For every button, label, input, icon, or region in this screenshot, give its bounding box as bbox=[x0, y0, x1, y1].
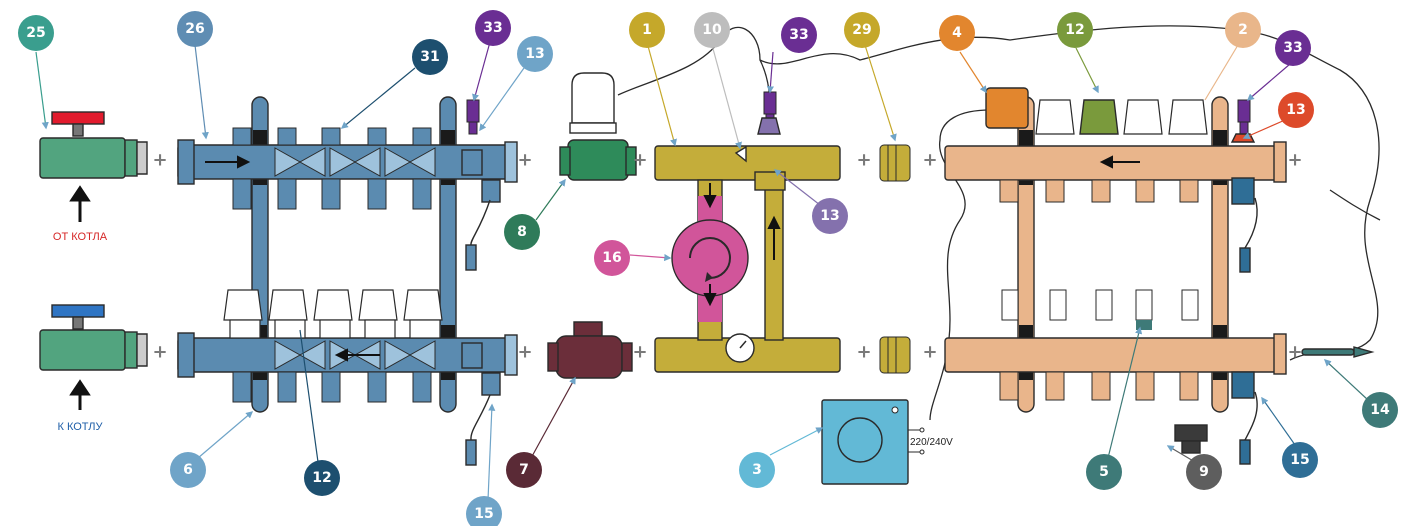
plus-sign: + bbox=[517, 150, 532, 171]
temperature-probe bbox=[1302, 347, 1372, 357]
zone-valve-maroon bbox=[548, 322, 632, 378]
svg-text:10: 10 bbox=[702, 22, 722, 38]
callout-badge-12: 12 bbox=[304, 460, 340, 496]
union-nut bbox=[1175, 425, 1207, 453]
plus-sign: + bbox=[1287, 342, 1302, 363]
label-from-boiler: ОТ КОТЛА bbox=[53, 231, 108, 243]
plus-sign: + bbox=[517, 342, 532, 363]
svg-text:3: 3 bbox=[752, 462, 762, 478]
plus-sign: + bbox=[922, 342, 937, 363]
callout-badge-14: 14 bbox=[1362, 392, 1398, 428]
callout-badge-15: 15 bbox=[1282, 442, 1318, 478]
svg-text:2: 2 bbox=[1238, 22, 1248, 38]
callout-badge-25: 25 bbox=[18, 15, 54, 51]
svg-text:33: 33 bbox=[789, 27, 808, 43]
blue-manifold bbox=[178, 97, 517, 465]
svg-text:16: 16 bbox=[602, 250, 621, 266]
svg-text:15: 15 bbox=[474, 506, 493, 522]
callout-badge-7: 7 bbox=[506, 452, 542, 488]
plus-sign: + bbox=[152, 150, 167, 171]
plus-sign: + bbox=[632, 150, 647, 171]
brass-fitting bbox=[880, 145, 910, 373]
svg-text:13: 13 bbox=[1286, 102, 1305, 118]
flow-arrows-boiler bbox=[72, 188, 88, 410]
svg-text:25: 25 bbox=[26, 25, 45, 41]
svg-text:4: 4 bbox=[952, 25, 962, 41]
callout-badge-8: 8 bbox=[504, 214, 540, 250]
svg-text:13: 13 bbox=[525, 46, 544, 62]
svg-text:9: 9 bbox=[1199, 464, 1209, 480]
callout-badge-2: 2 bbox=[1225, 12, 1261, 48]
callout-badge-6: 6 bbox=[170, 452, 206, 488]
brass-pump-group bbox=[655, 118, 840, 372]
callout-badge-12: 12 bbox=[1057, 12, 1093, 48]
callout-badge-26: 26 bbox=[177, 11, 213, 47]
callout-badge-10: 10 bbox=[694, 12, 730, 48]
plus-sign: + bbox=[152, 342, 167, 363]
copper-manifold bbox=[945, 88, 1286, 464]
callout-badge-4: 4 bbox=[939, 15, 975, 51]
callout-badge-33: 33 bbox=[475, 10, 511, 46]
callout-badge-9: 9 bbox=[1186, 454, 1222, 490]
callout-badge-33: 33 bbox=[1275, 30, 1311, 66]
svg-text:26: 26 bbox=[185, 21, 204, 37]
svg-text:8: 8 bbox=[517, 224, 527, 240]
plus-sign: + bbox=[632, 342, 647, 363]
callout-badge-5: 5 bbox=[1086, 454, 1122, 490]
callout-badge-13: 13 bbox=[517, 36, 553, 72]
thermal-head-valve bbox=[560, 73, 636, 180]
svg-text:33: 33 bbox=[1283, 40, 1302, 56]
callout-badge-13: 13 bbox=[1278, 92, 1314, 128]
callout-badge-15: 15 bbox=[466, 496, 502, 526]
svg-text:7: 7 bbox=[519, 462, 529, 478]
callout-badge-33: 33 bbox=[781, 17, 817, 53]
svg-text:5: 5 bbox=[1099, 464, 1109, 480]
callout-badge-16: 16 bbox=[594, 240, 630, 276]
plus-sign: + bbox=[856, 150, 871, 171]
callout-badge-31: 31 bbox=[412, 39, 448, 75]
svg-text:33: 33 bbox=[483, 20, 502, 36]
svg-text:14: 14 bbox=[1370, 402, 1390, 418]
callout-badge-1: 1 bbox=[629, 12, 665, 48]
svg-text:6: 6 bbox=[183, 462, 193, 478]
label-to-boiler: К КОТЛУ bbox=[58, 421, 104, 433]
svg-text:12: 12 bbox=[1065, 22, 1084, 38]
callout-badge-13: 13 bbox=[812, 198, 848, 234]
svg-text:29: 29 bbox=[852, 22, 871, 38]
plus-sign: + bbox=[922, 150, 937, 171]
ball-valve-red bbox=[40, 112, 147, 178]
callout-badge-3: 3 bbox=[739, 452, 775, 488]
svg-text:13: 13 bbox=[820, 208, 839, 224]
svg-text:1: 1 bbox=[642, 22, 652, 38]
plus-sign: + bbox=[1287, 150, 1302, 171]
svg-text:31: 31 bbox=[420, 49, 439, 65]
plus-sign: + bbox=[856, 342, 871, 363]
room-thermostat bbox=[822, 400, 924, 484]
svg-text:15: 15 bbox=[1290, 452, 1309, 468]
ball-valve-blue bbox=[40, 305, 147, 370]
label-voltage: 220/240V bbox=[910, 437, 953, 448]
svg-text:12: 12 bbox=[312, 470, 331, 486]
callout-badge-29: 29 bbox=[844, 12, 880, 48]
